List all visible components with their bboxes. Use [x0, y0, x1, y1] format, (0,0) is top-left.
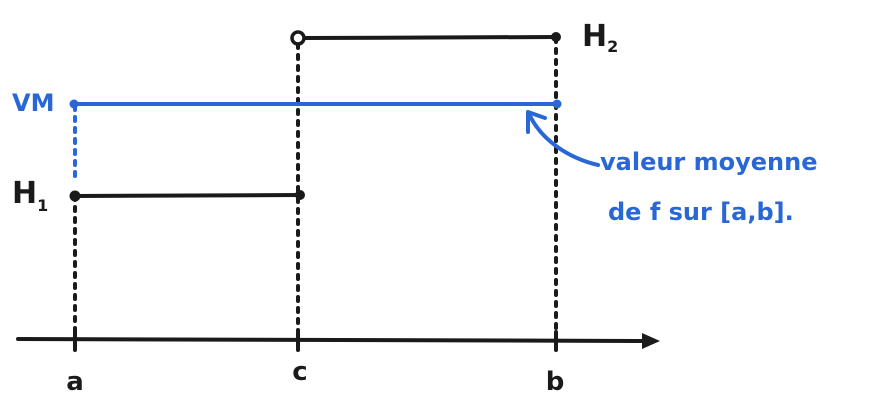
h2-open-point: [290, 30, 306, 46]
h2-end-point: [551, 32, 561, 42]
tick-label-a: a: [66, 367, 84, 397]
x-axis: [16, 337, 652, 343]
h1-end-point: [295, 190, 305, 200]
annotation-arrow: [528, 114, 600, 167]
tick-label-c: c: [292, 357, 307, 387]
annotation-line-1: valeur moyenne: [600, 148, 818, 176]
annotation-line-2: de f sur [a,b].: [608, 198, 794, 226]
vm-label: VM: [12, 89, 54, 117]
mean-value-start-point: [69, 99, 79, 109]
mean-value-end-point: [552, 99, 562, 109]
annotation-arrowhead: [526, 110, 547, 134]
h1-start-point: [69, 190, 81, 202]
tick-label-b: b: [546, 367, 565, 397]
x-axis-arrowhead: [642, 333, 660, 349]
h1-label: H1: [12, 176, 48, 215]
h1-segment: [73, 193, 302, 198]
h2-segment: [301, 35, 558, 40]
h2-label: H2: [582, 19, 618, 56]
